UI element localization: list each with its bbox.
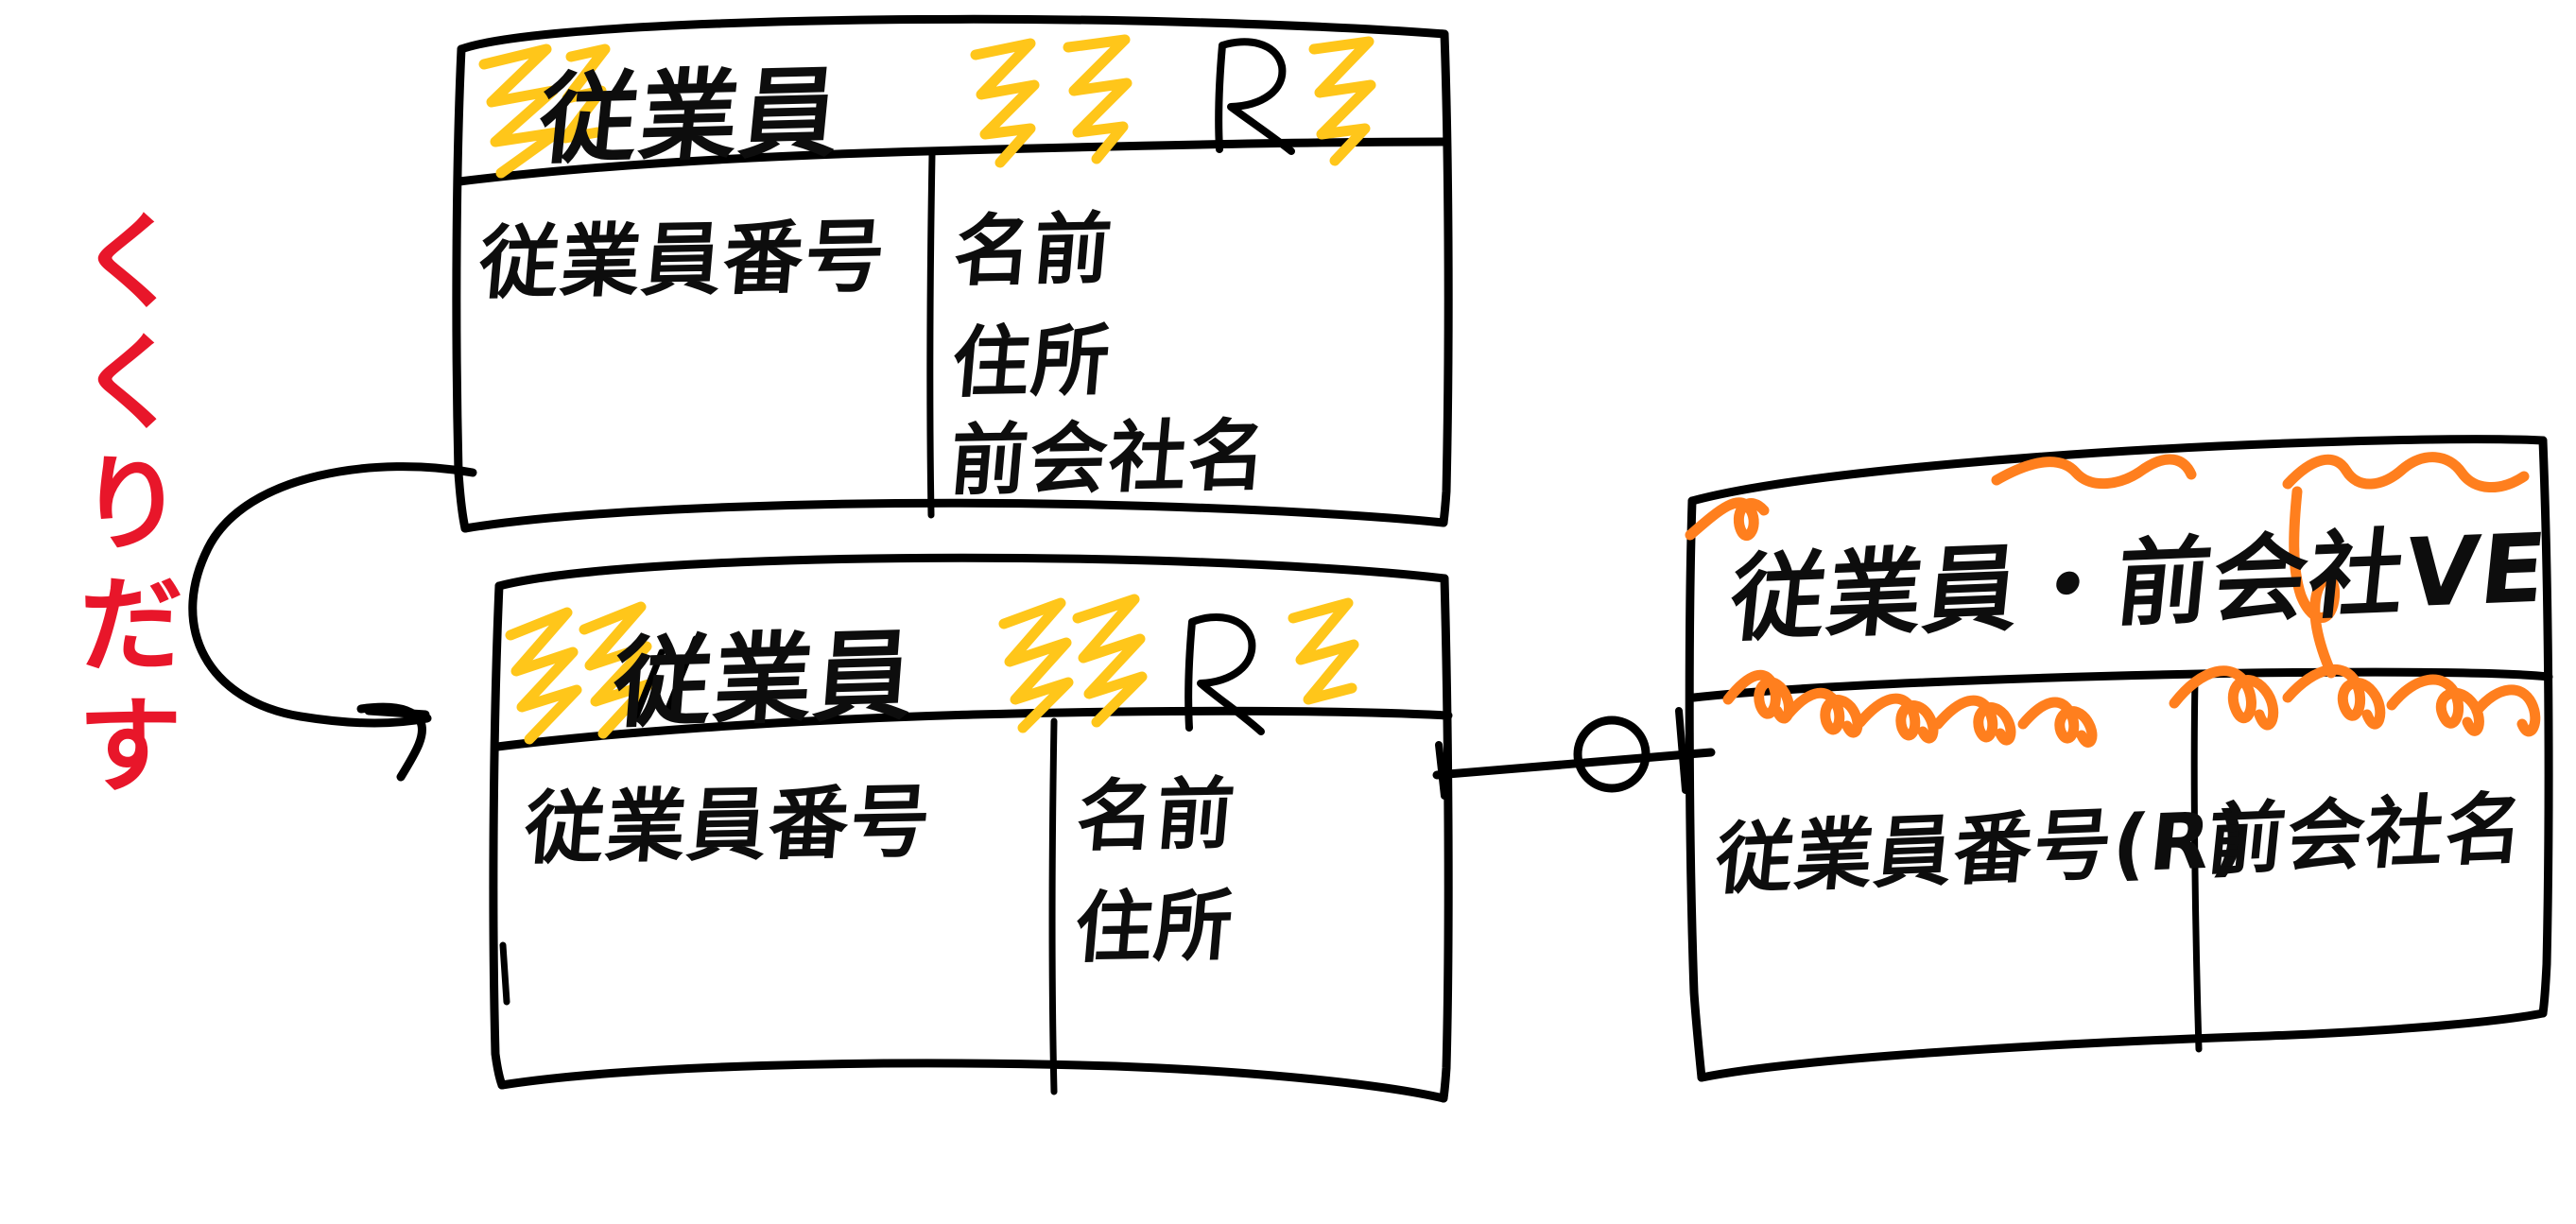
- attribute-employee-prev-company-name: 前会社名: [2203, 784, 2530, 887]
- attribute-employee-original-name: 名前: [950, 204, 1117, 298]
- attribute-key-employee-normalized: 従業員番号: [521, 775, 936, 875]
- entity-title-employee-prev-company: 従業員・前会社VE: [1725, 512, 2553, 655]
- attribute-key-employee-prev-company: 従業員番号(R): [1711, 794, 2254, 906]
- entity-title-employee-original: 従業員: [534, 54, 847, 179]
- attribute-employee-normalized-address: 住所: [1071, 881, 1238, 974]
- entity-title-employee-normalized: 従業員: [609, 617, 919, 742]
- entity-box-employee-prev-company: [1685, 435, 2553, 1082]
- relationship-connector: [1432, 707, 1716, 800]
- attribute-employee-original-prev-company: 前会社名: [946, 411, 1272, 508]
- red-annotation-note: くくりだす: [60, 206, 183, 811]
- highlight-scribble-table2: [505, 594, 1359, 745]
- highlight-scribble-table3: [1685, 452, 2541, 748]
- entity-box-employee-original: [452, 14, 1453, 533]
- curved-extract-arrow: [188, 462, 477, 782]
- highlight-scribble-table1: [478, 34, 1376, 179]
- attribute-employee-normalized-name: 名前: [1073, 769, 1240, 863]
- key-marker-r-table1: [1215, 38, 1295, 155]
- key-marker-r-table2: [1184, 612, 1265, 735]
- attribute-key-employee-original: 従業員番号: [475, 210, 890, 310]
- entity-box-employee-normalized: [489, 553, 1453, 1103]
